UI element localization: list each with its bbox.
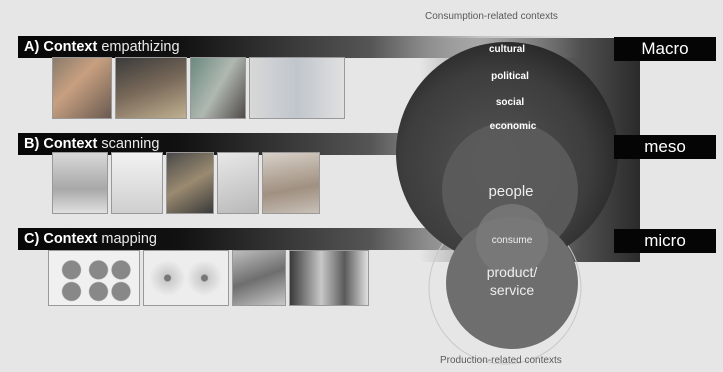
level-macro: Macro bbox=[614, 37, 716, 61]
ring-label-social: social bbox=[496, 97, 525, 108]
section-a-letter: A) bbox=[24, 39, 40, 55]
section-b-photos bbox=[52, 152, 320, 214]
level-micro: micro bbox=[614, 229, 716, 253]
ring-label-service: service bbox=[490, 282, 535, 298]
ring-label-economic: economic bbox=[490, 121, 537, 132]
ring-label-people: people bbox=[488, 183, 533, 200]
section-b-letter: B) bbox=[24, 136, 40, 152]
consume-overlap bbox=[476, 204, 548, 276]
photo bbox=[262, 152, 320, 214]
section-c-letter: C) bbox=[24, 231, 40, 247]
photo bbox=[143, 250, 229, 306]
photo bbox=[48, 250, 140, 306]
section-c-title: mapping bbox=[101, 231, 157, 247]
ring-label-political: political bbox=[491, 71, 529, 82]
section-b-bold: Context bbox=[43, 136, 98, 152]
photo bbox=[52, 57, 112, 119]
photo bbox=[249, 57, 345, 119]
ring-label-product: product/ bbox=[487, 264, 538, 280]
section-b-title: scanning bbox=[101, 136, 160, 152]
section-c-photos bbox=[48, 250, 369, 306]
photo bbox=[217, 152, 259, 214]
section-a-photos bbox=[52, 57, 345, 119]
ring-label-cultural: cultural bbox=[489, 44, 525, 55]
section-a-bold: Context bbox=[43, 39, 98, 55]
photo bbox=[190, 57, 246, 119]
ring-label-consume: consume bbox=[492, 235, 533, 246]
photo bbox=[115, 57, 187, 119]
photo bbox=[232, 250, 286, 306]
section-c-bold: Context bbox=[43, 231, 98, 247]
consumption-contexts-label: Consumption-related contexts bbox=[425, 11, 558, 22]
production-contexts-label: Production-related contexts bbox=[440, 355, 562, 366]
level-meso: meso bbox=[614, 135, 716, 159]
photo bbox=[289, 250, 369, 306]
photo bbox=[111, 152, 163, 214]
photo bbox=[52, 152, 108, 214]
section-a-title: empathizing bbox=[101, 39, 180, 55]
photo bbox=[166, 152, 214, 214]
